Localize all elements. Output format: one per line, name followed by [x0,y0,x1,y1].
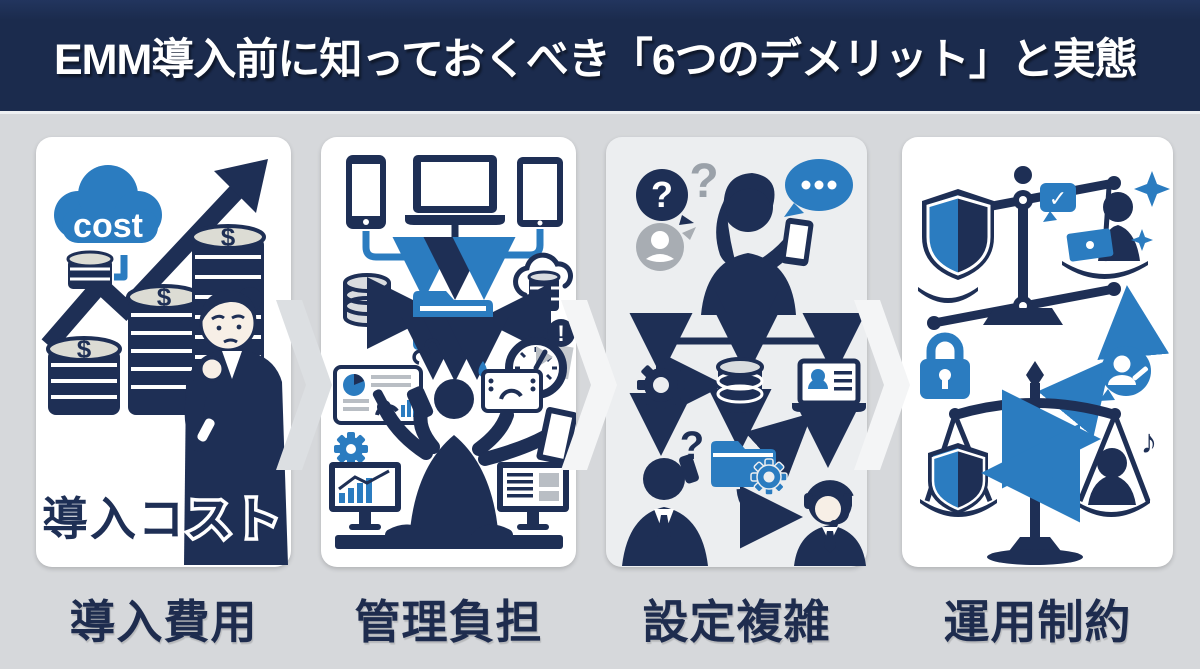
check-bubble-icon: ✓ [1040,183,1076,222]
panel-operation: ✓ [902,137,1173,567]
dollar-sign: $ [221,222,236,252]
alert-exclamation: ! [557,321,564,346]
sparkle-icon [1131,171,1170,251]
dollar-sign: $ [157,282,172,312]
coin-stack-short-icon: $ [46,334,122,415]
desk [335,535,563,549]
cost-cloud-icon: cost [54,165,162,245]
person-laptop-icon [1066,192,1140,262]
database-icon [716,357,764,413]
fanout-arrows [401,317,509,382]
exchange-arrows-icon [981,389,1101,523]
operation-illustration: ✓ [918,166,1170,565]
folder-gear-icon [711,441,788,496]
monitor-barchart-icon [329,462,401,530]
question-mark: ? [651,174,673,215]
tablet-icon [517,157,563,227]
check-mark: ✓ [1049,186,1067,211]
cost-illustration: cost $ $ [39,159,288,565]
gear-icon [334,432,368,466]
man-on-phone-icon: ? [622,424,708,566]
page-title: EMM導入前に知っておくべき「6つのデメリット」と実態 [54,35,1138,84]
cloud-database-icon [479,252,573,355]
chevron-right-icon [854,300,910,470]
smartphone-icon [346,155,386,229]
worried-person-icon [184,287,288,565]
header-bar: EMM導入前に知っておくべき「6つのデメリット」と実態 [0,0,1200,114]
database-icon [343,273,439,349]
panel-label-cost: 導入費用 [69,596,258,648]
support-agent-icon [794,480,866,566]
rising-trend-arrow-icon [41,159,268,351]
dollar-sign: $ [77,334,92,364]
laptop-icon [405,155,505,225]
handheld-tablet-icon [536,407,576,465]
shield-icon [928,443,988,514]
config-illustration: ? ? [622,155,866,566]
folder-cursor-icon [413,291,493,350]
gear-icon [637,361,685,409]
panel-label-config: 設定複雑 [642,596,831,648]
small-coin-stack-icon [66,250,128,289]
management-illustration: ! [329,155,576,549]
panel-config: ? ? [606,137,867,567]
coin-stack-medium-icon: $ [126,282,202,415]
chevron-right-icon [276,300,332,470]
padlock-icon [920,332,970,399]
chevron-right-icon [561,300,617,470]
panel-management: ! [321,137,576,567]
question-mark-gray: ? [689,155,718,208]
cost-cloud-label: cost [73,207,143,245]
shield-icon [922,189,994,280]
question-bubble-icon: ? [636,169,694,225]
device-connectors [362,219,544,300]
panel-label-operation: 運用制約 [943,596,1132,648]
music-note-icon: ♪ [1141,423,1158,461]
confused-avatar-icon [636,223,696,271]
chat-ellipsis-bubble-icon [784,159,853,217]
control-panel-icon [481,369,543,413]
panel-label-management: 管理負担 [354,596,543,648]
monitor-list-icon [497,462,569,530]
flowchart-arrows [629,291,866,549]
laptop-profile-icon [792,358,866,412]
panel-cost: cost $ $ [36,137,291,567]
person-chat-circle-icon [1099,346,1151,401]
panel-caption: 導入コスト [42,493,282,545]
